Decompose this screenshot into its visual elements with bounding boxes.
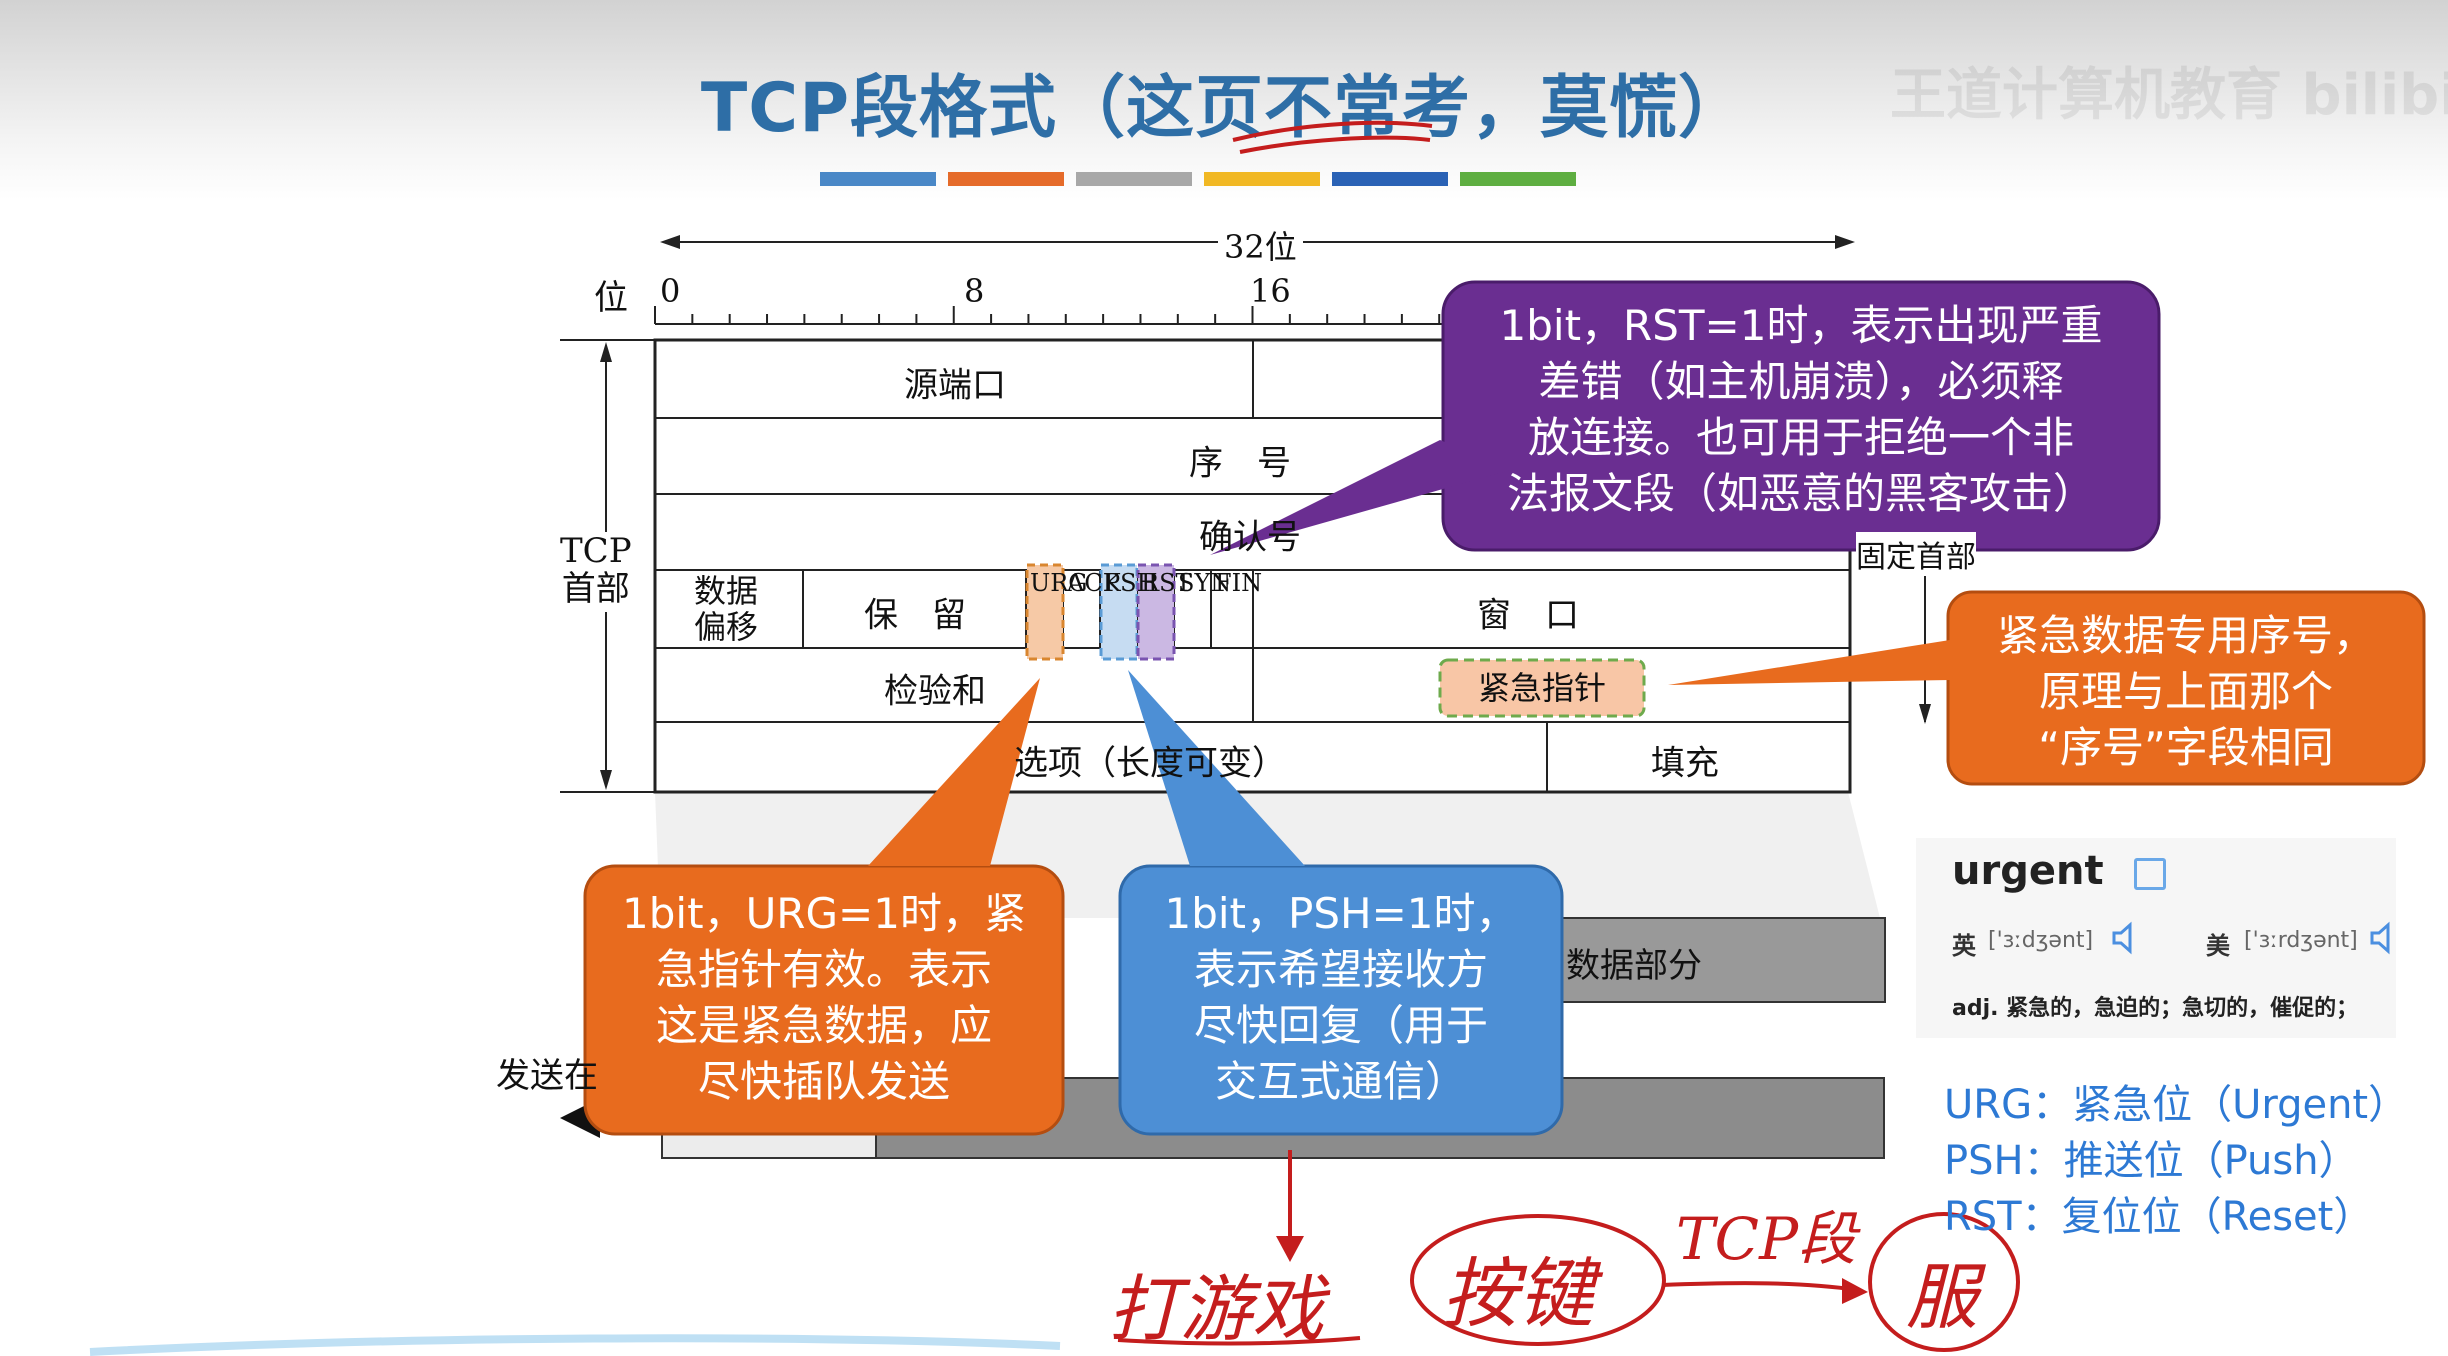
handwriting-game: 打游戏 [1108, 1267, 1325, 1351]
urg-callout: 1bit，URG=1时，紧 急指针有效。表示 这是紧急数据，应 尽快插队发送 [622, 889, 1026, 1106]
abbr-rst: RST：复位位（Reset） [1944, 1194, 2374, 1240]
color-bar [1076, 172, 1192, 186]
flag-psh: PSH [1104, 569, 1158, 597]
flag-urg: URG [1030, 569, 1088, 597]
urgent-pointer-field: 紧急指针 [1477, 669, 1607, 707]
padding-field: 填充 [1651, 743, 1719, 784]
flag-rst: RST [1141, 569, 1192, 597]
handwriting-server: 服 [1906, 1255, 1979, 1339]
abbr-urg: URG：紧急位（Urgent） [1944, 1082, 2409, 1128]
title-color-bars [820, 172, 1590, 186]
bit-tick-label: 0 [660, 272, 681, 310]
tcp-header-label: TCP 首部 [560, 531, 632, 609]
psh-callout: 1bit，PSH=1时， 表示希望接收方 尽快回复（用于 交互式通信） [1164, 889, 1518, 1106]
data-part-label: 数据部分 [1566, 946, 1702, 986]
bit-axis-label: 位 [594, 278, 628, 318]
add-to-wordbook-icon[interactable] [2134, 858, 2166, 890]
width-label: 32位 [1218, 222, 1303, 268]
fixed-header-label: 固定首部 [1856, 532, 1976, 576]
header-band [0, 0, 2448, 200]
flag-ack: ACK [1067, 569, 1121, 597]
ack-field: 确认号 [1199, 517, 1301, 558]
color-bar [948, 172, 1064, 186]
handwriting-tcp-segment: TCP段 [1676, 1205, 1857, 1273]
sequence-field: 序 号 [1189, 443, 1291, 484]
window-field: 窗 口 [1477, 595, 1579, 636]
data-offset-field: 数据 偏移 [694, 572, 759, 646]
dictionary-definition: adj. 紧急的，急迫的；急切的，催促的； [1952, 996, 2359, 1021]
us-pronunciation: ['ɜːrdʒənt] [2244, 928, 2358, 953]
color-bar [1332, 172, 1448, 186]
page-title: TCP段格式（这页不常考，莫慌） [700, 69, 1748, 148]
color-bar [1204, 172, 1320, 186]
uk-speaker-icon[interactable] [2110, 920, 2142, 956]
options-field: 选项（长度可变） [1014, 743, 1286, 784]
handwriting-key: 按键 [1442, 1249, 1594, 1338]
uk-pronunciation: ['ɜːdʒənt] [1988, 928, 2094, 953]
sender-label: 发送在 [496, 1056, 598, 1096]
dictionary-card: urgent 英 ['ɜːdʒənt] 美 ['ɜːrdʒənt] adj. 紧… [1916, 838, 2396, 1038]
watermark: 王道计算机教育 bilibili [1890, 63, 2448, 128]
dictionary-word: urgent [1952, 848, 2104, 894]
us-label: 美 [2206, 932, 2230, 960]
color-bar [820, 172, 936, 186]
bit-tick-label: 16 [1250, 272, 1291, 310]
us-speaker-icon[interactable] [2368, 920, 2400, 956]
source-port-field: 源端口 [904, 365, 1006, 406]
flag-fin: FIN [1215, 569, 1263, 597]
rst-callout: 1bit，RST=1时，表示出现严重 差错（如主机崩溃），必须释 放连接。也可用… [1499, 301, 2103, 518]
reserved-field: 保 留 [864, 595, 966, 636]
flag-syn: SYN [1178, 569, 1232, 597]
bit-tick-label: 8 [964, 272, 985, 310]
urgent-pointer-callout: 紧急数据专用序号， 原理与上面那个 “序号”字段相同 [1996, 611, 2375, 772]
abbr-psh: PSH：推送位（Push） [1944, 1138, 2359, 1184]
color-bar [1460, 172, 1576, 186]
checksum-field: 检验和 [884, 671, 986, 712]
uk-label: 英 [1952, 932, 1976, 960]
